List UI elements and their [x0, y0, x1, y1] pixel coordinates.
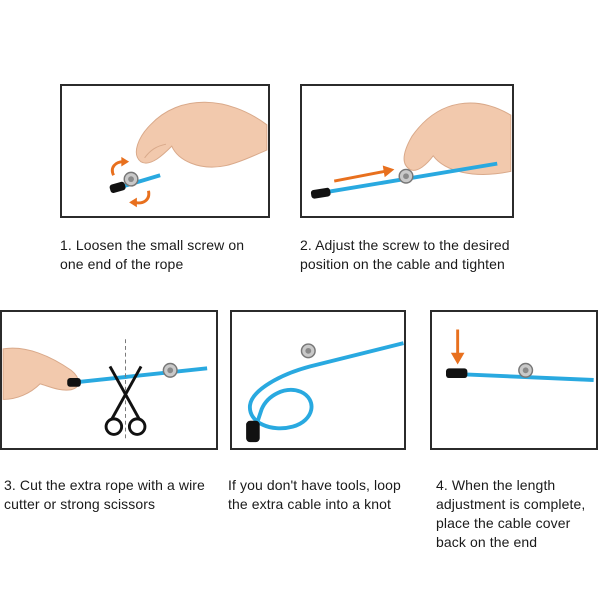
scissors-icon [104, 365, 147, 436]
step-2-panel [300, 84, 514, 218]
step-2-illustration [310, 102, 512, 199]
step-1-panel [60, 84, 270, 218]
cable-cover [246, 420, 260, 443]
step-2-caption: 2. Adjust the screw to the desired posit… [300, 237, 510, 272]
knot-caption: If you don't have tools, loop the extra … [228, 477, 401, 512]
cable-cover [67, 378, 81, 387]
cable-cover [109, 181, 126, 194]
step-3-caption: 3. Cut the extra rope with a wire cutter… [4, 477, 205, 512]
step-1-caption: 1. Loosen the small screw on one end of … [60, 237, 245, 272]
step-3-illustration [2, 339, 208, 439]
knot-panel [230, 310, 406, 450]
knot-illustration [246, 341, 404, 443]
step-4-caption: 4. When the length adjustment is complet… [436, 477, 586, 550]
direction-arrow-icon [333, 169, 385, 183]
cable-cover [446, 368, 468, 379]
rope-cable [248, 341, 404, 434]
hand-illustration [135, 101, 268, 168]
step-1-illustration [109, 101, 268, 208]
step-4-illustration [446, 329, 594, 382]
cable-cover [310, 187, 331, 199]
hand-illustration [2, 347, 79, 400]
step-4-panel [430, 310, 598, 450]
step-3-panel [0, 310, 218, 450]
rope-cable [78, 366, 208, 384]
